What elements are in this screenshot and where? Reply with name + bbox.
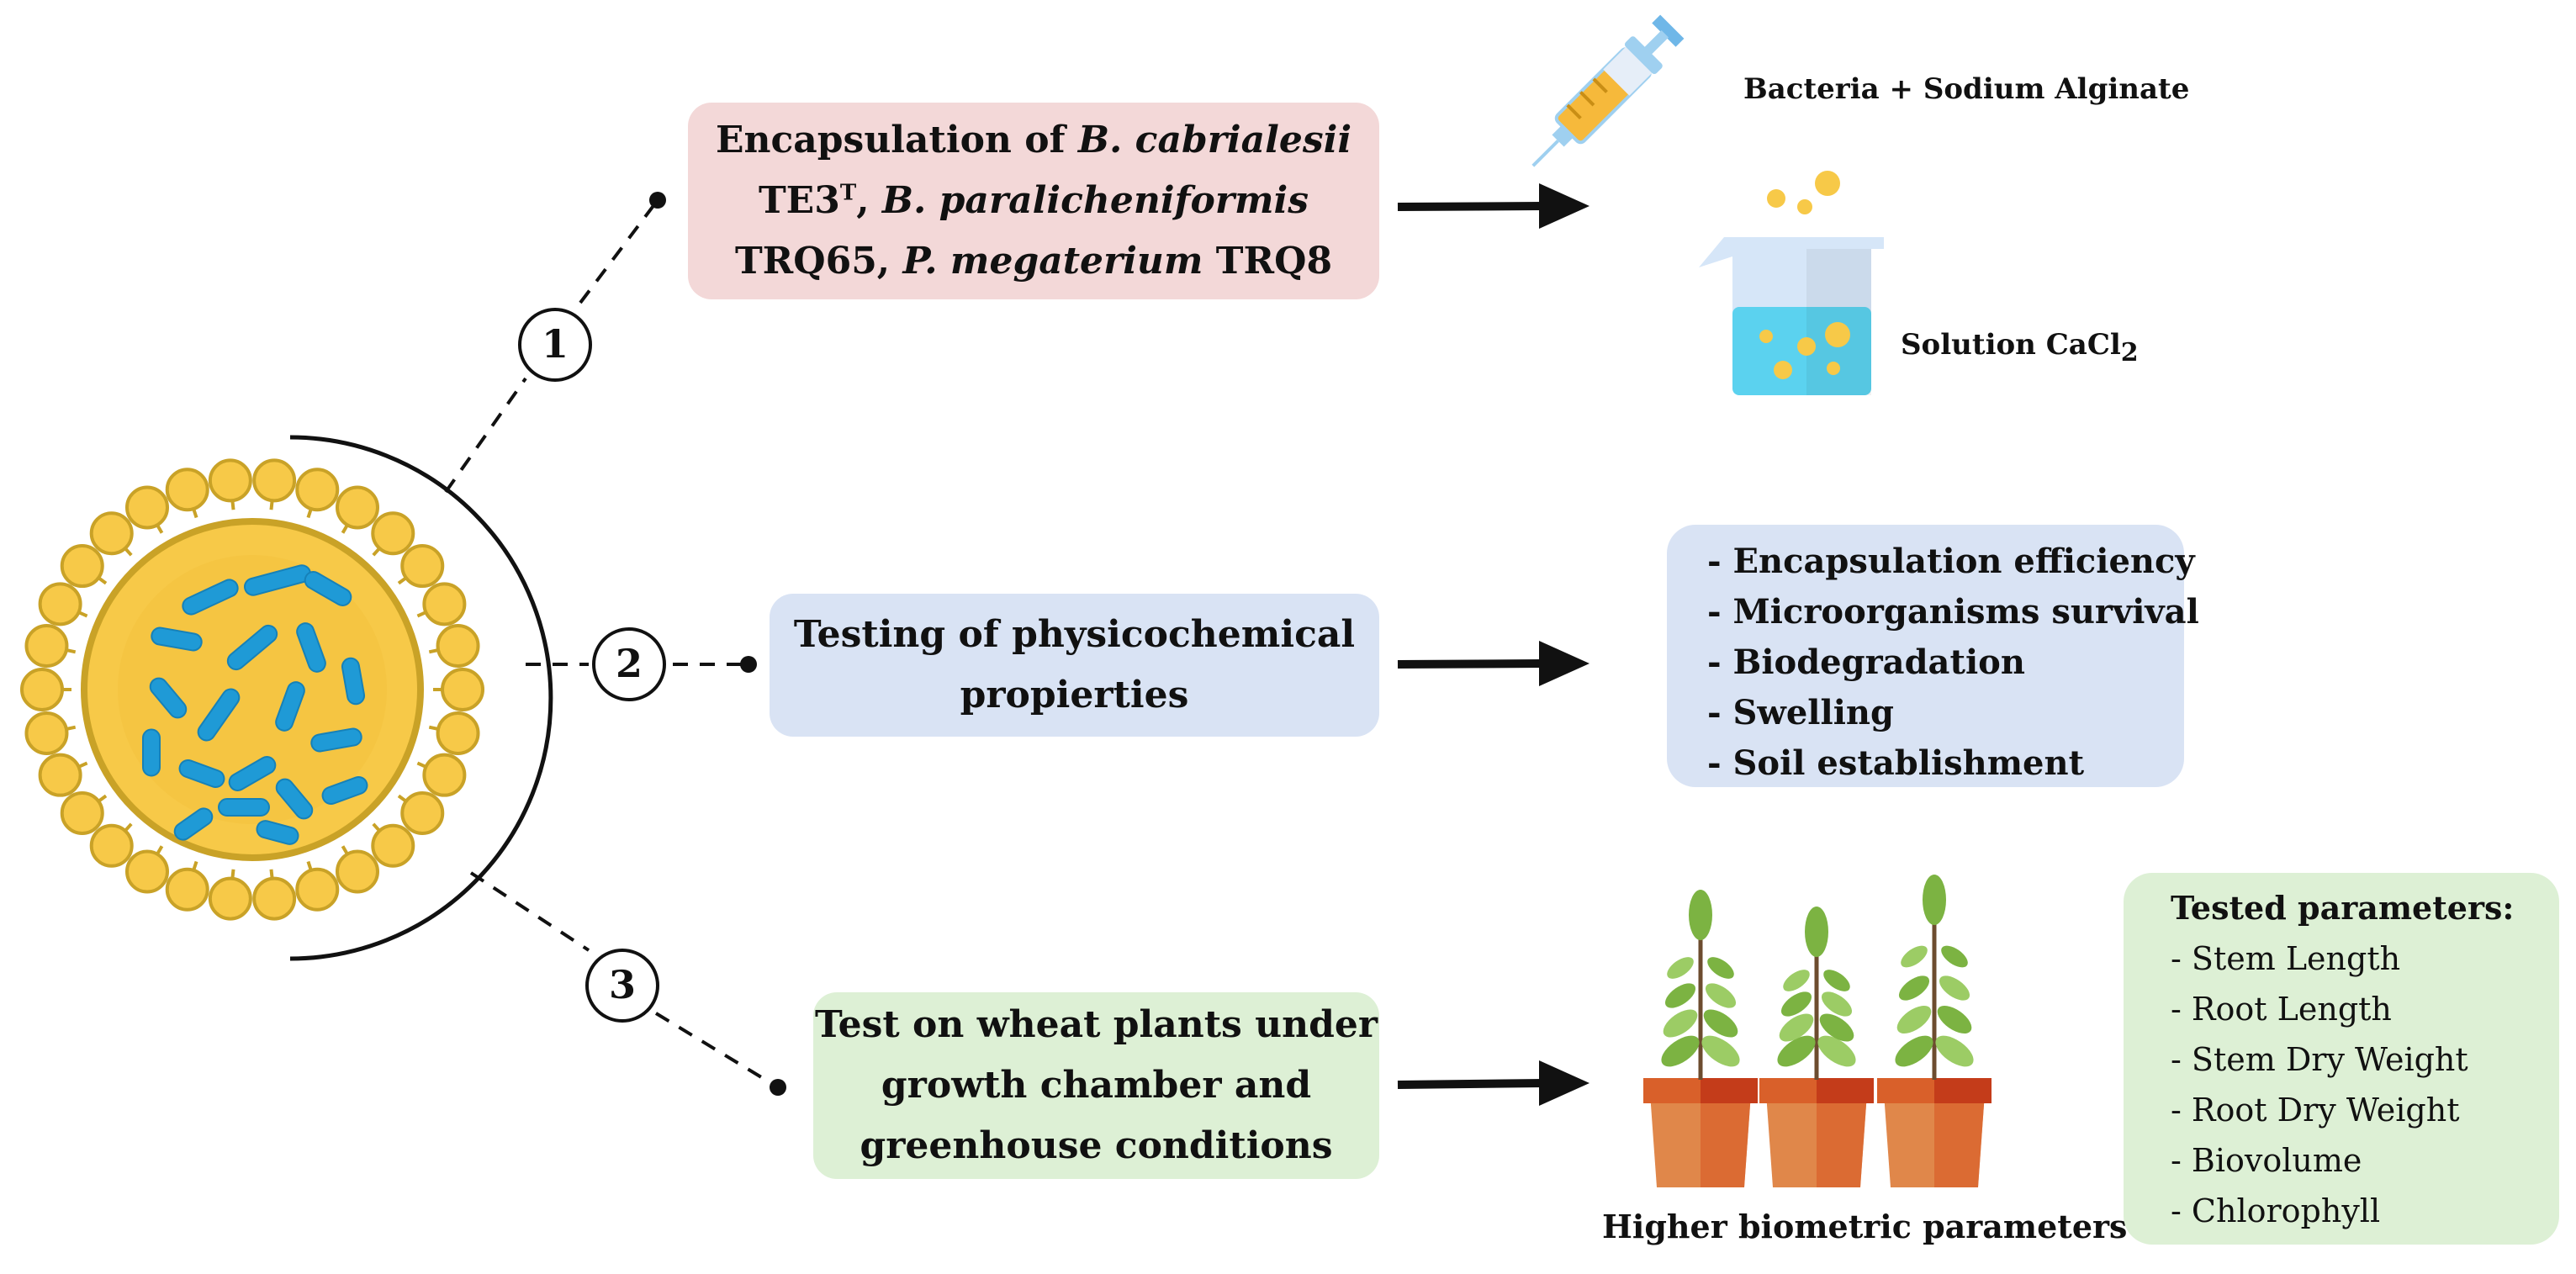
list-item: - Root Dry Weight bbox=[2171, 1092, 2460, 1129]
arrow-icon bbox=[1397, 641, 1590, 686]
connector-2 bbox=[526, 627, 757, 701]
lipid-bead bbox=[252, 876, 297, 921]
lipid-bead bbox=[371, 823, 415, 868]
bacterium bbox=[275, 681, 305, 732]
plant-pot-icon bbox=[1759, 907, 1874, 1187]
list-item: - Microorganisms survival bbox=[1707, 592, 2199, 632]
drop bbox=[1815, 171, 1840, 196]
lipid-bead bbox=[400, 790, 445, 835]
lipid-bead bbox=[89, 511, 134, 556]
lipid-bead bbox=[436, 624, 480, 669]
list-item: - Swelling bbox=[1707, 693, 1894, 732]
plants-caption: Higher biometric parameters bbox=[1602, 1208, 2128, 1245]
step-3-box: Test on wheat plants under growth chambe… bbox=[813, 992, 1379, 1179]
lipid-bead bbox=[436, 711, 480, 755]
bacterium bbox=[226, 624, 278, 671]
list-item: - Encapsulation efficiency bbox=[1707, 542, 2195, 581]
capsule-icon bbox=[20, 458, 484, 921]
drop bbox=[1767, 189, 1785, 208]
properties-list-box: - Encapsulation efficiency - Microorgani… bbox=[1667, 525, 2199, 787]
beaker-icon bbox=[1699, 237, 1884, 395]
bacterium bbox=[244, 564, 311, 596]
lipid-bead bbox=[208, 876, 252, 921]
bacterium bbox=[321, 776, 368, 805]
lipid-bead bbox=[252, 458, 297, 503]
lipid-bead bbox=[38, 582, 82, 626]
list-item: - Soil establishment bbox=[1707, 743, 2085, 783]
lipid-bead bbox=[371, 511, 415, 556]
step-3-line-3: greenhouse conditions bbox=[860, 1124, 1333, 1167]
step-1-line-2: TE3T, B. paralicheniformis bbox=[758, 179, 1309, 222]
syringe-label: Bacteria + Sodium Alginate bbox=[1743, 72, 2190, 106]
lipid-bead bbox=[208, 458, 252, 503]
lipid-bead bbox=[24, 624, 69, 669]
step-1-line-3: TRQ65, P. megaterium TRQ8 bbox=[734, 240, 1333, 283]
lipid-bead bbox=[422, 753, 467, 797]
bacterium bbox=[304, 571, 352, 606]
connector-1 bbox=[444, 192, 666, 494]
bacterium bbox=[228, 756, 277, 791]
lipid-bead bbox=[165, 468, 209, 512]
lipid-bead bbox=[38, 753, 82, 797]
plant-pot-icon bbox=[1643, 890, 1758, 1187]
bacterium bbox=[142, 728, 161, 777]
beaker-label: Solution CaCl2 bbox=[1901, 328, 2139, 367]
arrow-icon bbox=[1397, 1060, 1590, 1106]
list-item: - Stem Length bbox=[2171, 940, 2401, 977]
lipid-bead bbox=[60, 544, 104, 589]
arrow-icon bbox=[1397, 183, 1590, 229]
parameters-box: Tested parameters: - Stem Length - Root … bbox=[2124, 873, 2559, 1245]
lipid-bead bbox=[336, 849, 379, 894]
lipid-bead bbox=[20, 668, 64, 711]
lipid-bead bbox=[89, 823, 134, 868]
bacterium bbox=[310, 727, 362, 753]
bacterium bbox=[149, 677, 188, 719]
step-2-box: Testing of physicochemical propierties bbox=[770, 594, 1379, 737]
lipid-bead bbox=[441, 668, 484, 711]
list-item: - Biodegradation bbox=[1707, 642, 2025, 682]
bacterium bbox=[182, 579, 239, 616]
parameters-title: Tested parameters: bbox=[2171, 889, 2515, 927]
lipid-bead bbox=[60, 790, 104, 835]
lipid-bead bbox=[295, 867, 340, 912]
step-1-box: Encapsulation of B. cabrialesii TE3T, B.… bbox=[688, 103, 1379, 299]
bacterium bbox=[275, 778, 314, 820]
bacterium bbox=[197, 688, 241, 742]
list-item: - Stem Dry Weight bbox=[2171, 1041, 2468, 1078]
list-item: - Biovolume bbox=[2171, 1142, 2362, 1179]
syringe-icon bbox=[1531, 14, 1685, 167]
lipid-bead bbox=[295, 468, 340, 512]
list-item: - Root Length bbox=[2171, 991, 2392, 1028]
lipid-bead bbox=[24, 711, 69, 755]
connector-3 bbox=[469, 871, 786, 1096]
bacterium bbox=[296, 622, 326, 673]
list-item: - Chlorophyll bbox=[2171, 1192, 2381, 1229]
lipid-bead bbox=[125, 849, 169, 894]
lipid-bead bbox=[400, 544, 445, 589]
drop bbox=[1797, 199, 1812, 214]
step-2-line-1: Testing of physicochemical bbox=[793, 613, 1356, 656]
bacterium bbox=[151, 626, 203, 652]
step-2-line-2: propierties bbox=[960, 674, 1189, 716]
bacterium bbox=[218, 798, 270, 817]
lipid-bead bbox=[125, 485, 169, 530]
bacterium bbox=[173, 807, 214, 841]
bacterium bbox=[341, 657, 366, 706]
step-3-line-2: growth chamber and bbox=[881, 1064, 1312, 1107]
lipid-bead bbox=[165, 867, 209, 912]
lipid-bead bbox=[336, 485, 379, 530]
plant-pot-icon bbox=[1877, 875, 1992, 1187]
step-1-line-1: Encapsulation of B. cabrialesii bbox=[715, 119, 1352, 161]
bacterium bbox=[178, 759, 225, 788]
step-number-1: 1 bbox=[541, 321, 569, 367]
step-number-3: 3 bbox=[608, 962, 636, 1007]
capsule-outer-arc bbox=[289, 435, 553, 961]
lipid-bead bbox=[422, 582, 467, 626]
step-3-line-1: Test on wheat plants under bbox=[814, 1003, 1378, 1046]
step-number-2: 2 bbox=[615, 641, 643, 686]
bacterium bbox=[256, 820, 299, 845]
